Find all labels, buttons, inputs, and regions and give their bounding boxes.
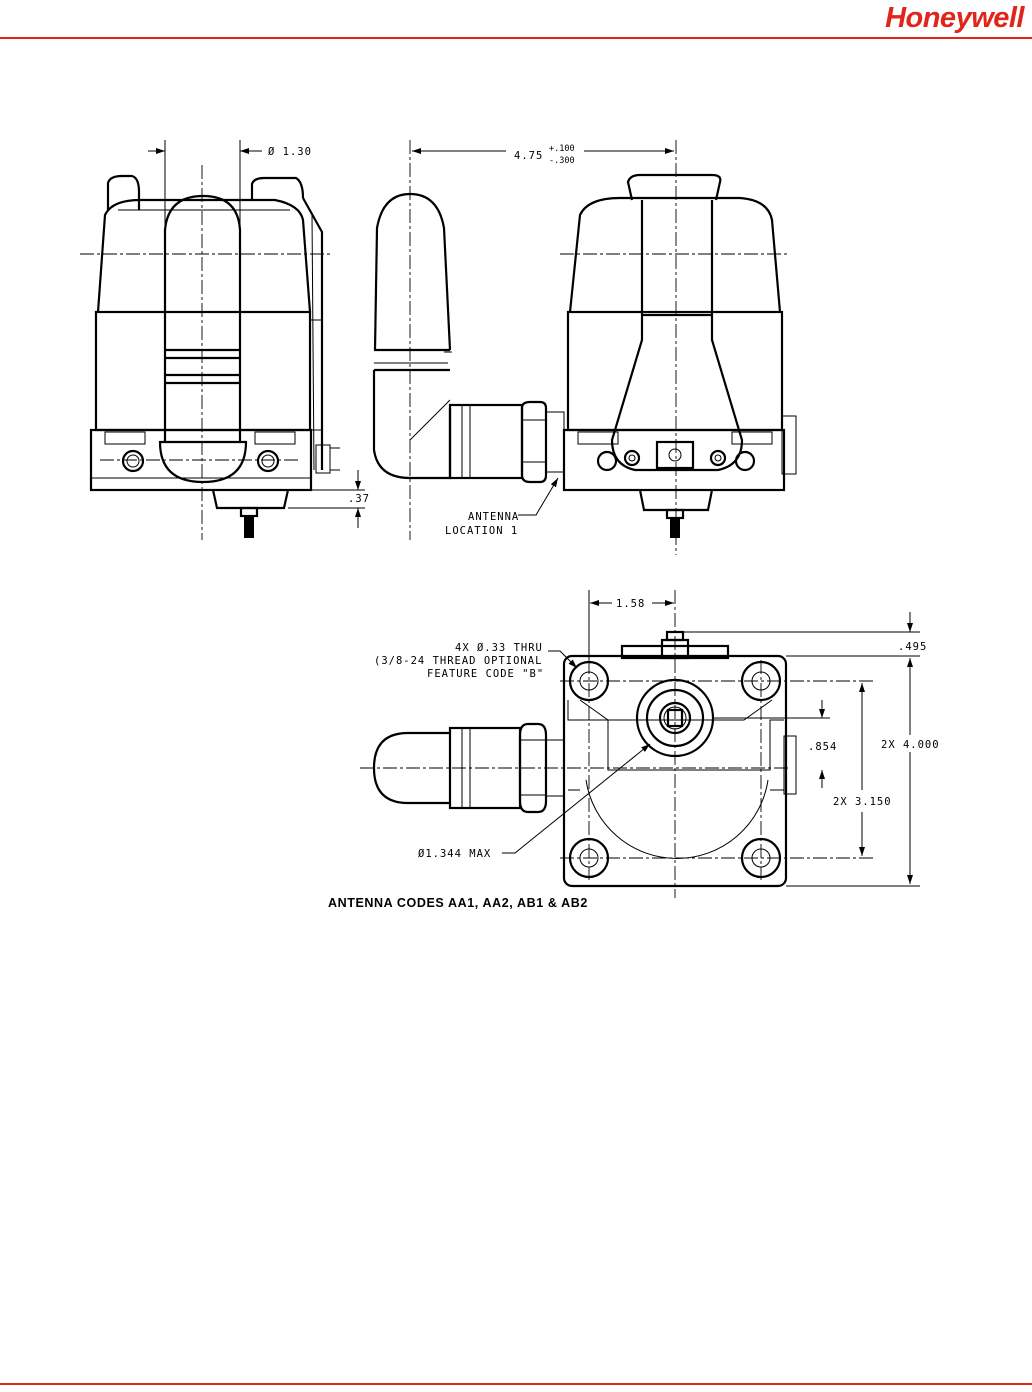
dim-3-150: 2X 3.150	[833, 796, 892, 808]
antenna-location-label-2: LOCATION 1	[445, 525, 518, 537]
dim-1-30: Ø 1.30	[268, 146, 312, 158]
hole-note-3: FEATURE CODE "B"	[427, 668, 544, 680]
dim-1-58: 1.58	[616, 598, 645, 610]
dim-0-495: .495	[898, 641, 927, 653]
side-view-right	[374, 140, 796, 555]
footer-rule	[0, 1383, 1032, 1385]
dim-4-75-minus: -.300	[549, 156, 575, 166]
dim-4-75-plus: +.100	[549, 144, 575, 154]
dim-4-000: 2X 4.000	[881, 739, 940, 751]
antenna-location-label-1: ANTENNA	[468, 511, 519, 523]
dim-1-344: Ø1.344 MAX	[418, 848, 491, 860]
dim-0-37: .37	[348, 493, 370, 505]
drawing-caption: ANTENNA CODES AA1, AA2, AB1 & AB2	[328, 896, 588, 910]
dim-4-75: 4.75	[514, 150, 543, 162]
front-view-left	[80, 140, 365, 540]
dim-0-854: .854	[808, 741, 837, 753]
hole-note-2: (3/8-24 THREAD OPTIONAL	[374, 655, 542, 667]
hole-note-1: 4X Ø.33 THRU	[455, 642, 543, 654]
